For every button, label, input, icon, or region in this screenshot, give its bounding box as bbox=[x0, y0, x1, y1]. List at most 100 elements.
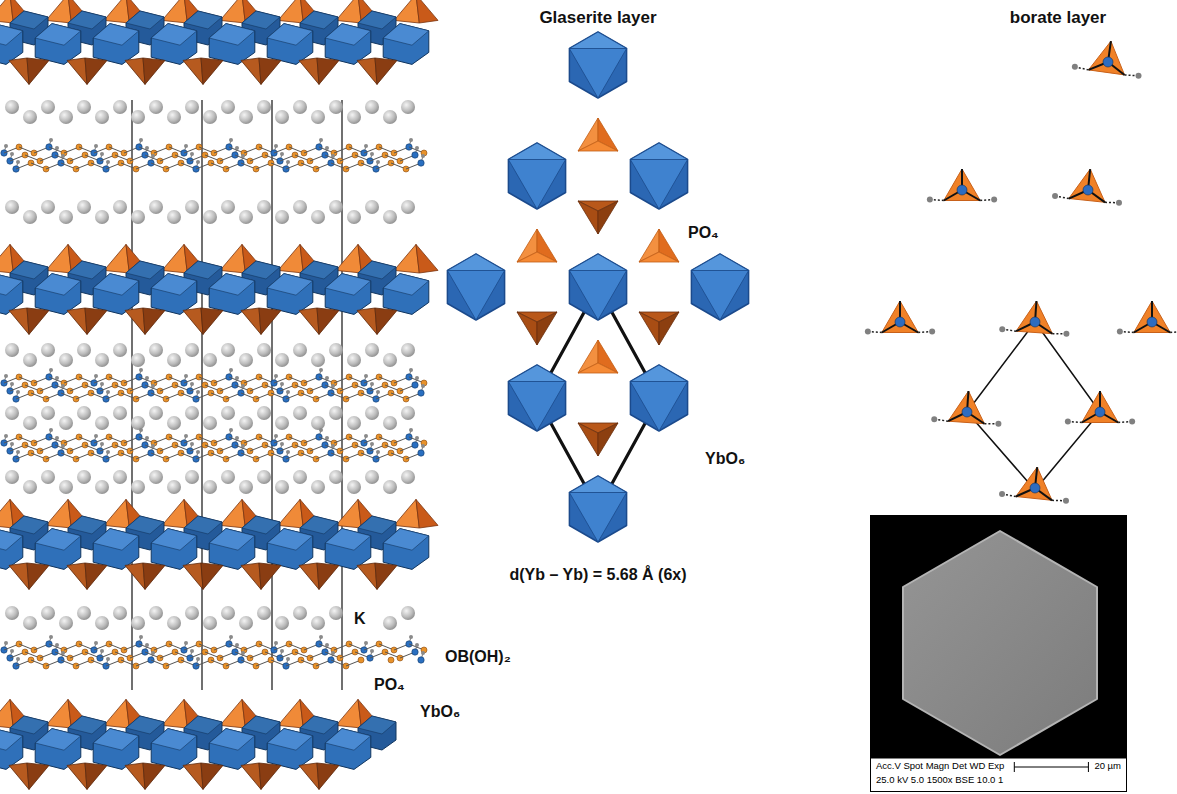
yb-octahedron-face bbox=[630, 143, 687, 160]
yb-octahedron bbox=[93, 24, 139, 65]
b-atom bbox=[1103, 57, 1113, 67]
yb-octahedron bbox=[325, 529, 371, 570]
h-atom bbox=[100, 152, 104, 156]
k-atom bbox=[383, 210, 397, 224]
h-atom bbox=[151, 444, 155, 448]
po4-tetrahedron bbox=[299, 763, 319, 789]
k-atom bbox=[5, 343, 19, 357]
po4-tetrahedron bbox=[241, 763, 261, 789]
k-atom bbox=[329, 100, 343, 114]
yb-octahedron bbox=[569, 476, 626, 542]
yb-octahedron-face bbox=[68, 716, 106, 734]
k-atom bbox=[329, 470, 343, 484]
yb-octahedron-face bbox=[267, 274, 313, 296]
yb-octahedron bbox=[508, 143, 565, 209]
po4-tetrahedron bbox=[162, 244, 187, 273]
k-atom bbox=[41, 406, 55, 420]
micrograph-image bbox=[870, 515, 1127, 792]
po4-tetrahedron bbox=[416, 499, 438, 528]
po4-tetrahedron bbox=[259, 308, 281, 334]
b-atom bbox=[418, 390, 424, 396]
k-atom bbox=[131, 616, 145, 630]
yb-octahedron bbox=[35, 529, 81, 570]
o-atom bbox=[388, 657, 394, 663]
po4-tetrahedron bbox=[241, 58, 261, 84]
yb-octahedron bbox=[0, 274, 23, 315]
b-atom bbox=[412, 382, 418, 388]
scale-bar bbox=[1014, 767, 1088, 768]
h-atom bbox=[865, 328, 871, 334]
yb-octahedron-face bbox=[300, 11, 338, 29]
unit-cell-edge bbox=[131, 100, 132, 690]
yb-octahedron bbox=[383, 274, 429, 315]
k-atom bbox=[41, 343, 55, 357]
h-atom bbox=[241, 651, 245, 655]
po4-tetrahedron bbox=[317, 308, 339, 334]
group-label: OB(OH)₂ bbox=[443, 648, 513, 666]
k-atom bbox=[293, 200, 307, 214]
glaserite-layer-drawing bbox=[447, 32, 748, 542]
scale-bar-tick bbox=[1014, 762, 1015, 772]
yb-octahedron bbox=[267, 274, 313, 315]
k-atom bbox=[311, 616, 325, 630]
h-atom bbox=[421, 444, 425, 448]
h-atom bbox=[190, 382, 194, 386]
yb-octahedron bbox=[35, 274, 81, 315]
k-atom bbox=[275, 616, 289, 630]
yb-octahedron-face bbox=[209, 529, 255, 551]
po4-tetrahedron bbox=[357, 308, 377, 334]
instrument-info: Acc.V Spot Magn Det WD Exp bbox=[876, 760, 1004, 771]
po4-tetrahedron bbox=[336, 244, 361, 273]
yb-octahedron bbox=[151, 274, 197, 315]
po4-tetrahedron bbox=[143, 308, 165, 334]
po4-tetrahedron bbox=[104, 244, 129, 273]
k-atom bbox=[401, 406, 415, 420]
po4-tetrahedron bbox=[357, 563, 377, 589]
po4-tetrahedron bbox=[85, 763, 107, 789]
k-atom bbox=[275, 416, 289, 430]
yb-octahedron bbox=[151, 529, 197, 570]
k-atom bbox=[131, 416, 145, 430]
yb-octahedron bbox=[630, 143, 687, 209]
h-atom bbox=[139, 138, 143, 142]
yb-octahedron-face bbox=[569, 476, 626, 493]
unit-cell-edge bbox=[341, 100, 342, 690]
k-atom bbox=[329, 343, 343, 357]
po4-tetrahedron bbox=[639, 312, 659, 345]
yb-octahedron bbox=[569, 32, 626, 98]
sem-micrograph: Acc.V Spot Magn Det WD Exp25.0 kV 5.0 15… bbox=[870, 515, 1127, 792]
k-atom bbox=[23, 480, 37, 494]
yb-octahedron-face bbox=[242, 11, 280, 29]
h-atom bbox=[16, 160, 20, 164]
h-atom bbox=[995, 421, 1001, 427]
po4-tetrahedron bbox=[537, 312, 557, 345]
yb-octahedron-face bbox=[93, 529, 139, 551]
po4-tetrahedron bbox=[162, 499, 187, 528]
k-atom bbox=[113, 200, 127, 214]
h-atom bbox=[16, 390, 20, 394]
yb-octahedron bbox=[325, 24, 371, 65]
h-atom bbox=[49, 428, 53, 432]
k-atom bbox=[383, 416, 397, 430]
po4-tetrahedron bbox=[578, 423, 598, 456]
k-atom bbox=[59, 110, 73, 124]
k-atom bbox=[383, 353, 397, 367]
k-atom bbox=[311, 416, 325, 430]
yb-octahedron-face bbox=[151, 529, 197, 551]
yb-octahedron-face bbox=[93, 274, 139, 296]
h-atom bbox=[4, 641, 8, 645]
yb-octahedron-face bbox=[358, 516, 396, 534]
po4-tetrahedron bbox=[46, 0, 71, 23]
po4-tetrahedron bbox=[85, 58, 107, 84]
k-atom bbox=[23, 353, 37, 367]
unit-cell-edge bbox=[201, 100, 202, 690]
yb-octahedron-face bbox=[0, 274, 23, 296]
yb-octahedron bbox=[325, 274, 371, 315]
borate-triangle bbox=[1089, 41, 1125, 75]
yb-octahedron-face bbox=[35, 729, 81, 751]
h-atom bbox=[94, 144, 98, 148]
h-atom bbox=[415, 436, 419, 440]
yb-octahedron-face bbox=[126, 716, 164, 734]
h-atom bbox=[10, 382, 14, 386]
po4-tetrahedron bbox=[46, 499, 71, 528]
